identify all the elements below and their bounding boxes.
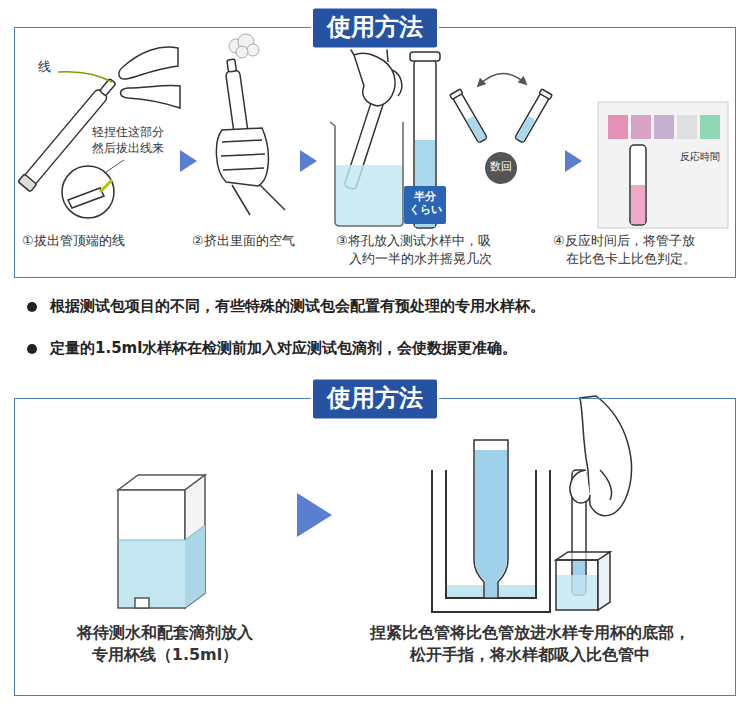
pressing-hand [600,470,612,500]
step-caption: ②挤出里面的空气 [192,232,295,250]
callout-note: 轻捏住这部分 然后拔出线来 [92,124,174,156]
shaking-tubes [478,73,526,86]
holding-hand [392,70,402,96]
half-filled-tube [404,52,446,228]
zoom-circle [62,160,124,218]
fist-hand [232,185,285,215]
air-puff [229,34,259,58]
bullet-note: 定量的1.5ml水样杯在检测前加入对应测试包滴剂，会使数据更准确。 [50,338,517,358]
color-chart-card [654,115,674,139]
color-chart-card [630,145,646,225]
tube-in-cup [598,552,610,610]
pinching-hand [119,47,178,79]
air-puff [236,46,248,58]
air-puff [247,44,259,56]
beaker [336,165,403,225]
color-chart-card [598,102,728,228]
tube-mark: 半分 くらい [404,190,446,216]
shaking-tubes [516,116,535,142]
color-chart-card [598,102,728,228]
badge-text: 数回 [483,160,519,175]
color-chart-card [631,185,645,224]
panel-heading: 使用方法 [311,377,439,420]
tube-with-thread [18,174,37,192]
color-chart-card [608,115,628,139]
half-filled-tube [404,186,446,224]
cup-cross-section [432,440,550,612]
shaking-tubes [467,116,486,142]
pinching-hand [121,85,181,108]
tube-in-cup [556,575,598,610]
pressing-hand [570,470,590,503]
zoom-circle [106,160,124,172]
zoom-circle [100,180,112,192]
tube-with-thread [58,72,112,82]
fist-hand [216,128,285,215]
step-caption: 将待测水和配套滴剂放入 专用杯线（1.5ml） [65,622,265,665]
shaking-tubes [453,93,488,143]
part-name: 线 [38,58,51,76]
fist-hand [221,140,265,170]
pinching-hand [119,47,180,108]
step-caption: ③将孔放入测试水样中，吸 入约一半的水并摇晃几次 [336,232,508,267]
color-chart-card [677,115,697,139]
bullet-dot [27,344,37,354]
half-filled-tube [410,52,440,61]
color-chart-card [700,115,720,139]
shaking-tubes [539,89,552,99]
color-chart-card [631,115,651,139]
zoom-circle [62,166,114,218]
bullet-dot [27,302,37,312]
sample-cup [118,490,185,608]
shaking-tubes [450,89,463,99]
fist-hand [216,128,268,186]
zoom-circle [68,188,104,208]
beaker [330,122,403,226]
step-arrow [297,493,332,537]
cup-cross-section [474,440,508,598]
bullet-note: 根据测试包项目的不同，有些特殊的测试包会配置有预处理的专用水样杯。 [50,296,545,316]
sample-cup [118,525,205,540]
step-arrow [565,150,582,172]
step-caption: ④反应时间后，将管子放 在比色卡上比色判定。 [553,232,723,267]
step-arrow [300,150,317,172]
beaker [330,122,403,226]
shaking-tubes [515,93,550,143]
card-label: 反応時間 [680,150,720,164]
step-arrow [180,150,197,172]
panel-heading: 使用方法 [311,6,439,49]
holding-hand [354,54,395,106]
step-caption: 捏紧比色管将比色管放进水样专用杯的底部， 松开手指，将水样都吸入比色管中 [345,622,715,665]
sample-cup [185,475,205,608]
pressing-hand [570,396,631,516]
tube-in-cup [556,560,598,610]
shaking-tubes [514,89,552,143]
step-caption: ①拔出管顶端的线 [22,232,125,250]
squeezed-tube [227,59,237,72]
sample-cup [119,540,185,607]
shaking-tubes [450,89,488,143]
sample-cup [118,475,205,608]
sample-cup [135,598,149,608]
cup-cross-section [475,450,507,597]
tube-with-thread [100,78,116,95]
shaking-tubes [450,73,552,184]
